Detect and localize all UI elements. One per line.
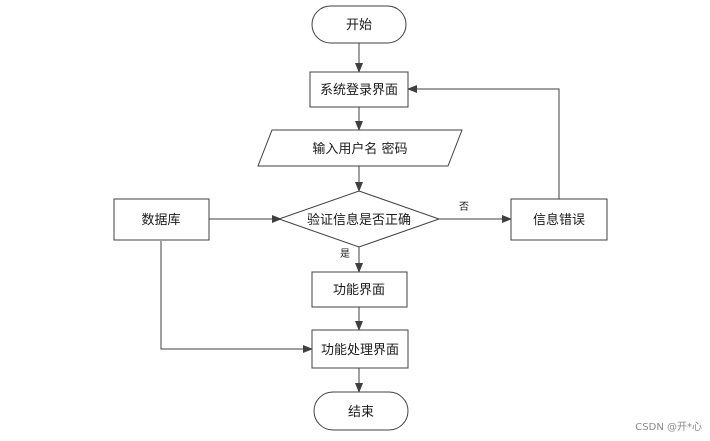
end-label: 结束 [348,405,374,420]
yes-label: 是 [340,248,350,260]
database-label: 数据库 [141,212,180,228]
edge-database-processing [160,241,313,353]
end-terminator [313,391,409,431]
processing-box [311,329,409,369]
start-label: 开始 [346,18,372,33]
watermark: CSDN @开*心 [635,421,702,433]
start-terminator [311,5,407,44]
error-box [510,198,608,241]
processing-label: 功能处理界面 [321,343,399,358]
function-label: 功能界面 [333,283,385,298]
processing-node: 功能处理界面 [311,329,409,369]
end-node: 结束 [313,391,409,431]
error-node: 信息错误 [510,198,608,241]
input-parallelogram [257,129,463,167]
input-label: 输入用户名 密码 [312,141,407,157]
error-label: 信息错误 [533,212,585,228]
database-box [113,198,210,241]
verify-label: 验证信息是否正确 [307,212,411,228]
login-box [309,71,409,108]
verify-node: 验证信息是否正确 [277,190,441,248]
start-node: 开始 [311,5,407,44]
edge-error-login [407,85,560,199]
verify-diamond [277,190,441,248]
login-node: 系统登录界面 [309,71,409,108]
input-node: 输入用户名 密码 [257,129,463,167]
database-node: 数据库 [113,198,210,241]
no-label: 否 [459,201,469,213]
login-label: 系统登录界面 [320,83,398,98]
edges [160,43,560,393]
function-box [311,271,408,308]
function-node: 功能界面 [311,271,408,308]
